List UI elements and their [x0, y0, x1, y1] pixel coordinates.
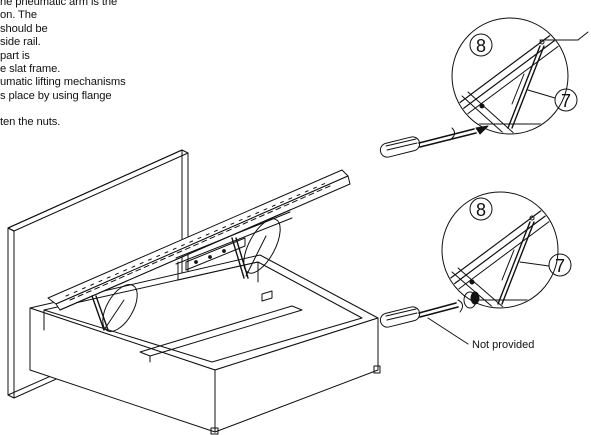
- detail-circle-upper: [451, 17, 569, 135]
- callout-8-lower: [469, 197, 493, 221]
- gas-strut-left: [91, 284, 138, 332]
- instruction-line: ten the nuts.: [0, 116, 61, 129]
- instruction-line: s place by using flange: [0, 89, 112, 102]
- detail-upper: 8 7: [451, 17, 589, 135]
- callout-8-upper-label: 8: [476, 36, 486, 56]
- instruction-line: side rail.: [0, 36, 41, 49]
- callout-7-upper-label: 7: [561, 91, 571, 111]
- callout-7-upper: [554, 88, 578, 112]
- instruction-line: he pneumatic arm is the: [0, 0, 118, 8]
- callout-8-lower-label: 8: [476, 200, 486, 220]
- callout-7-lower: [548, 253, 572, 277]
- instruction-text: he pneumatic arm is the on. The should b…: [0, 0, 230, 130]
- callout-8-upper: [469, 33, 493, 57]
- screwdriver-lower: [379, 291, 480, 345]
- instruction-line: e slat frame.: [0, 63, 61, 76]
- instruction-line: part is: [0, 49, 30, 62]
- not-provided-label: Not provided: [472, 339, 534, 351]
- instruction-line: should be: [0, 22, 48, 35]
- gas-strut-right: [231, 218, 281, 279]
- bed-base-frame: [29, 254, 381, 435]
- detail-lower: 8 7: [441, 191, 572, 309]
- instruction-line: on. The: [0, 9, 38, 22]
- callout-7-lower-label: 7: [555, 256, 565, 276]
- detail-circle-lower: [441, 191, 559, 309]
- instruction-line: umatic lifting mechanisms: [0, 76, 126, 89]
- slat-frame: [47, 169, 351, 311]
- bed-illustration: [7, 149, 381, 435]
- screwdriver-upper: [379, 125, 489, 158]
